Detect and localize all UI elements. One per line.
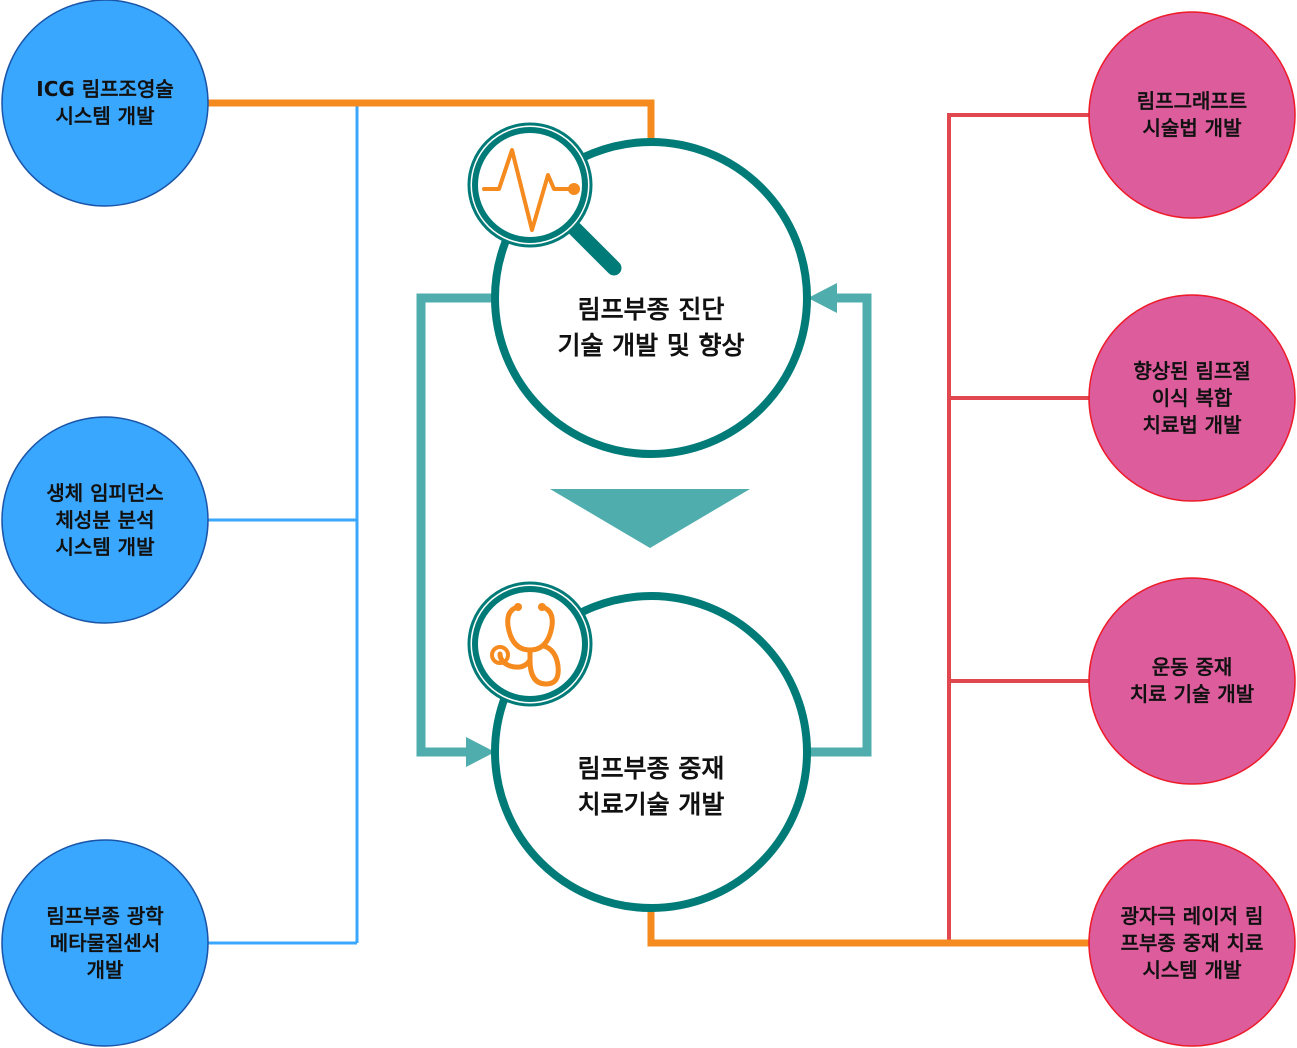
right-node-circle-2 [1088,294,1296,502]
left-nodes [1,0,209,1047]
right-node-label-2: 향상된 림프절 이식 복합 치료법 개발 [1133,358,1251,437]
loop-right-arrowhead [808,283,837,313]
teal-loop [416,293,872,757]
loop-right-line [806,293,872,757]
right-node-circle-4 [1088,839,1296,1047]
left-node-circle-2 [1,416,209,624]
right-node-label-4: 광자극 레이저 림 프부종 중재 치료 시스템 개발 [1120,903,1264,982]
right-node-circle-3 [1088,577,1296,785]
left-node-circle-3 [1,839,209,1047]
treatment-label: 림프부종 중재 치료기술 개발 [577,754,725,819]
left-connectors [208,103,359,945]
loop-left-line [416,293,497,757]
loop-left-arrowhead [466,737,495,767]
left-node-circle-1 [1,0,209,207]
right-node-label-1: 림프그래프트 시술법 개발 [1136,89,1248,140]
left-node-label-3: 림프부종 광학 메타물질센서 개발 [46,903,164,982]
down-triangle [550,489,750,548]
diagnosis-label: 림프부종 진단 기술 개발 및 향상 [557,295,745,360]
stethoscope-icon [467,581,593,707]
right-nodes [1088,11,1296,1047]
left-node-label-1: ICG 림프조영술 시스템 개발 [36,77,174,128]
right-bus-line [947,113,1090,943]
left-node-label-2: 생체 임피던스 체성분 분석 시스템 개발 [46,480,164,559]
magnifier-pulse-icon [467,122,622,276]
right-node-circle-1 [1088,11,1296,219]
right-node-label-3: 운동 중재 치료 기술 개발 [1129,655,1255,706]
right-connectors [947,113,1090,943]
